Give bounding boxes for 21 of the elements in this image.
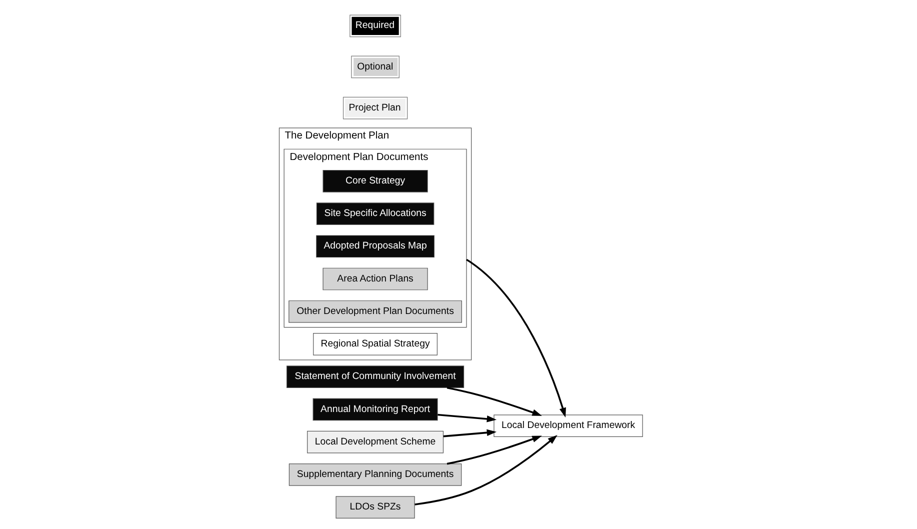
arrow (443, 429, 497, 438)
node-box: Regional Spatial Strategy (313, 333, 438, 356)
node-box: Local Development Scheme (307, 430, 444, 454)
node-box: Annual Monitoring Report (312, 398, 438, 421)
node-box: Statement of Community Involvement (286, 366, 464, 388)
node-box: Other Development Plan Documents (288, 300, 462, 323)
arrow (446, 436, 542, 465)
legend-label: Optional (357, 61, 394, 72)
node-box: Core Strategy (322, 170, 428, 192)
arrow (446, 386, 542, 416)
arrow (414, 435, 558, 506)
node-box: Area Action Plans (322, 268, 428, 290)
arrow (466, 258, 566, 418)
node-box: Adopted Proposals Map (316, 235, 434, 258)
legend-label: Required (355, 20, 395, 32)
node-box: Supplementary Planning Documents (288, 464, 462, 486)
node-box: Local Development Framework (494, 414, 643, 437)
legend-label: Project Plan (348, 102, 401, 114)
node-box: Site Specific Allocations (316, 202, 434, 225)
node-box: LDOs SPZs (336, 496, 415, 518)
arrow (438, 414, 497, 422)
